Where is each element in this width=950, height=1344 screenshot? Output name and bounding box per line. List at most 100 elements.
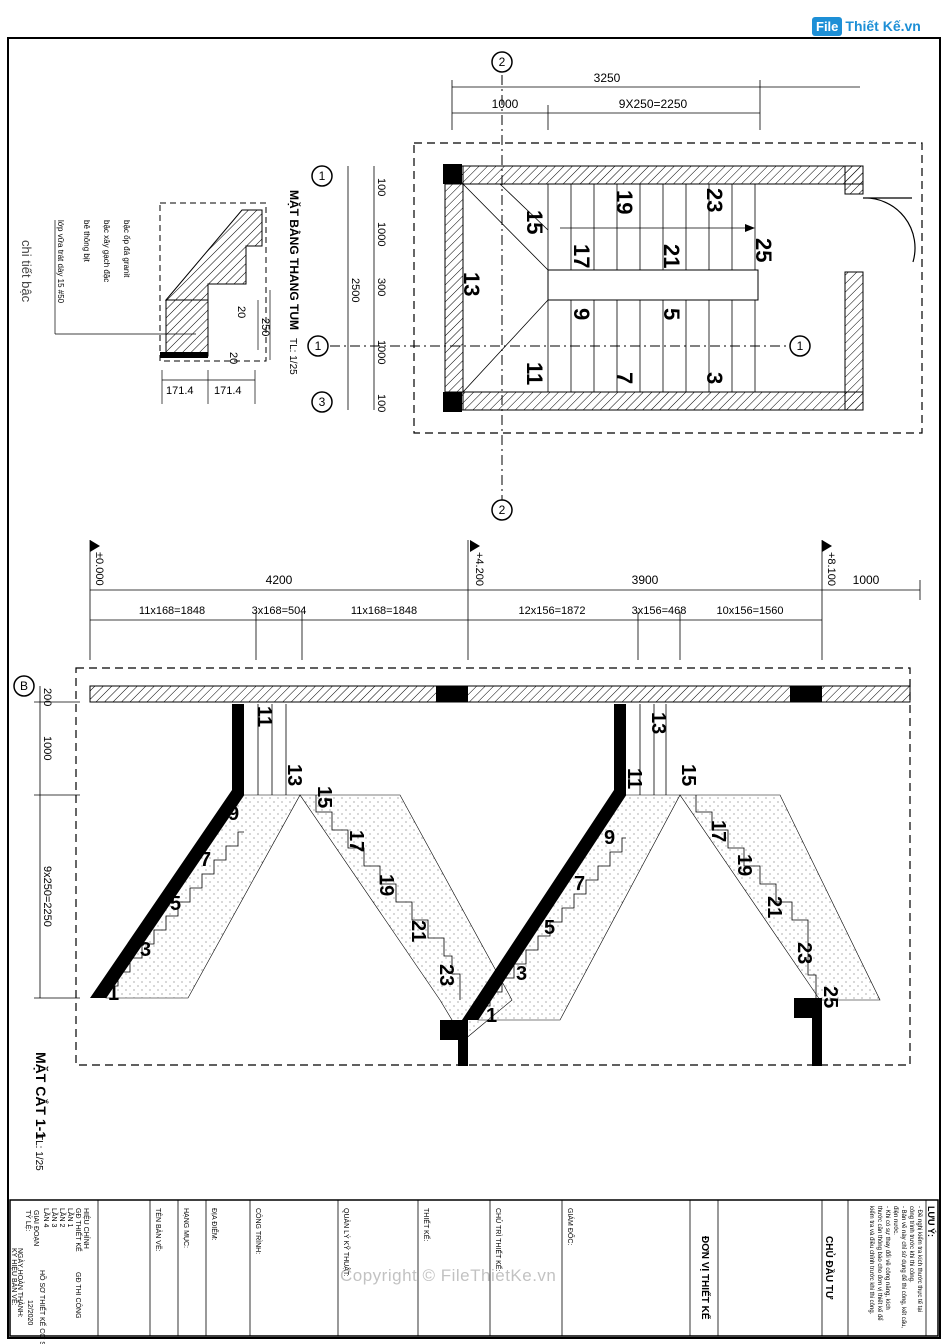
plan-step-label: 5	[659, 308, 684, 320]
grid-bubble-label: 2	[499, 503, 506, 517]
watermark: Copyright © FileThietKe.vn	[340, 1266, 557, 1285]
detail-dim: 171.4	[166, 385, 194, 397]
grid-bubble-label: 3	[319, 395, 326, 409]
plan-step-label: 9	[569, 308, 594, 320]
plan-dim-total-v: 2500	[349, 278, 361, 302]
logo-text: Thiết Kế.vn	[845, 18, 921, 34]
tb-col: CÔNG TRÌNH:	[254, 1208, 263, 1254]
plan-step-label: 21	[659, 244, 684, 268]
tb-rev: GĐ THIẾT KẾ	[74, 1208, 84, 1252]
plan-dim-right: 9X250=2250	[619, 97, 688, 111]
section-step-label: 11	[623, 768, 645, 789]
grid-bubble-label: 1	[315, 339, 322, 353]
section-step-label: 19	[375, 874, 397, 896]
tb-note: thước cần thông báo cho đơn vị thiết kế …	[876, 1206, 883, 1321]
plan-step-label: 19	[612, 190, 637, 214]
grid-bubble-label: 1	[797, 339, 804, 353]
tb-meta: NGÀY HOÀN THÀNH:	[16, 1248, 25, 1318]
section-step-label: 23	[435, 964, 457, 986]
plan-step-label: 13	[459, 272, 484, 296]
tb-unit: ĐƠN VỊ THIẾT KẾ	[699, 1236, 712, 1320]
plan-step-label: 17	[569, 244, 594, 268]
stair-section: 1 3 5 7 9 11 13 15 17 19 21 23 1 3 5 7 9…	[13, 540, 921, 1171]
tb-col: CHỦ TRÌ THIẾT KẾ:	[494, 1208, 504, 1271]
section-step-label: 15	[677, 764, 699, 786]
title-block: CÔNG TRÌNH: QUẢN LÝ KỸ THUẬT: THIẾT KẾ: …	[9, 1199, 939, 1344]
tb-meta: TỶ LỆ:	[24, 1210, 33, 1231]
section-dim: 1000	[853, 573, 880, 587]
tb-meta: GIAI ĐOẠN	[32, 1210, 39, 1246]
section-step-label: 13	[647, 712, 669, 734]
tb-rev: LẦN 1	[66, 1208, 76, 1228]
section-step-label: 17	[345, 830, 367, 852]
section-subdim: 11x168=1848	[351, 605, 417, 617]
step-detail: 171.4 171.4 250 20 20 bậc ốp đá granit b…	[19, 202, 271, 404]
tb-rev: LẦN 3	[50, 1208, 60, 1228]
detail-note: lớp vữa trát dày 15 #50	[56, 220, 65, 304]
tb-note: - Bản vẽ này chỉ sử dụng để thi công, kế…	[900, 1206, 907, 1328]
section-subdim: 3x156=468	[632, 605, 687, 617]
plan-step-label: 23	[702, 188, 727, 212]
section-step-label: 21	[763, 896, 785, 918]
section-step-label: 17	[707, 820, 729, 842]
grid-bubble-label: 1	[319, 169, 326, 183]
tb-meta: KÝ HIỆU BẢN VẼ:	[10, 1248, 19, 1306]
section-step-label: 11	[253, 706, 275, 727]
section-step-label: 1	[108, 983, 119, 1005]
plan-step-label: 25	[751, 238, 776, 262]
plan-step-label: 7	[612, 372, 637, 384]
tb-rev: GĐ THI CÔNG	[74, 1272, 83, 1319]
logo-box: File	[812, 16, 843, 36]
section-step-label: 9	[228, 803, 239, 825]
section-subdim: 10x156=1560	[717, 605, 784, 617]
section-step-label: 19	[733, 854, 755, 876]
section-scale: TL: 1/25	[33, 1134, 44, 1171]
tb-label: ĐỊA ĐIỂM:	[210, 1208, 219, 1241]
tb-meta: HỒ SƠ THIẾT KẾ CƠ SỞ	[38, 1270, 48, 1344]
section-step-label: 5	[170, 893, 181, 915]
tb-col: THIẾT KẾ:	[422, 1208, 432, 1241]
tb-owner: CHỦ ĐẦU TƯ	[823, 1236, 836, 1300]
plan-dim-v: 100	[375, 394, 387, 412]
detail-dim: 250	[259, 318, 271, 336]
plan-dim-v: 1000	[375, 340, 387, 364]
tb-label: HẠNG MỤC:	[182, 1208, 189, 1248]
tb-label: TÊN BẢN VẼ:	[154, 1208, 163, 1252]
sheet-frame	[7, 37, 941, 1339]
tb-rev: HIỆU CHỈNH	[82, 1208, 91, 1249]
detail-dim: 20	[227, 352, 239, 364]
section-step-label: 15	[313, 786, 335, 808]
plan-step-label: 3	[702, 372, 727, 384]
plan-scale: TL: 1/25	[287, 338, 298, 375]
tb-note-title: LƯU Ý:	[926, 1206, 937, 1237]
grid-bubble-label: 2	[499, 55, 506, 69]
stair-plan: 15 19 23 25 17 21 13 9 5 11 7 3 2 1 3 2	[287, 51, 923, 521]
tb-meta: 12/2020	[26, 1300, 33, 1325]
detail-note: bê thông bịt	[82, 220, 91, 263]
section-dim-v: 9x250=2250	[41, 866, 53, 927]
plan-title: MẶT BẰNG THANG TUM	[287, 190, 302, 330]
section-dim-v: 200	[41, 688, 53, 706]
section-step-label: 9	[604, 827, 615, 849]
section-dim: 4200	[266, 573, 293, 587]
level-label: ±0.000	[93, 552, 105, 586]
level-label: +8.100	[825, 552, 837, 586]
section-title: MẶT CẮT 1-1	[33, 1052, 50, 1139]
section-subdim: 12x156=1872	[519, 605, 586, 617]
tb-note: - Đề nghị kiểm tra kích thước thực tế tạ…	[916, 1206, 923, 1312]
site-logo: File Thiết Kế.vn	[812, 14, 921, 38]
section-step-label: 3	[516, 963, 527, 985]
plan-step-label: 15	[522, 210, 547, 234]
tb-rev: LẦN 2	[58, 1208, 68, 1228]
section-step-label: 7	[574, 873, 585, 895]
section-dim: 3900	[632, 573, 659, 587]
section-step-label: 21	[407, 920, 429, 942]
section-step-label: 13	[283, 764, 305, 786]
detail-dim: 171.4	[214, 385, 242, 397]
detail-dim: 20	[235, 306, 247, 318]
tb-col: QUẢN LÝ KỸ THUẬT:	[342, 1208, 351, 1276]
section-step-label: 25	[819, 986, 841, 1008]
tb-note: công trình trước khi thi công.	[908, 1206, 914, 1283]
detail-title: chi tiết bậc	[19, 240, 34, 303]
